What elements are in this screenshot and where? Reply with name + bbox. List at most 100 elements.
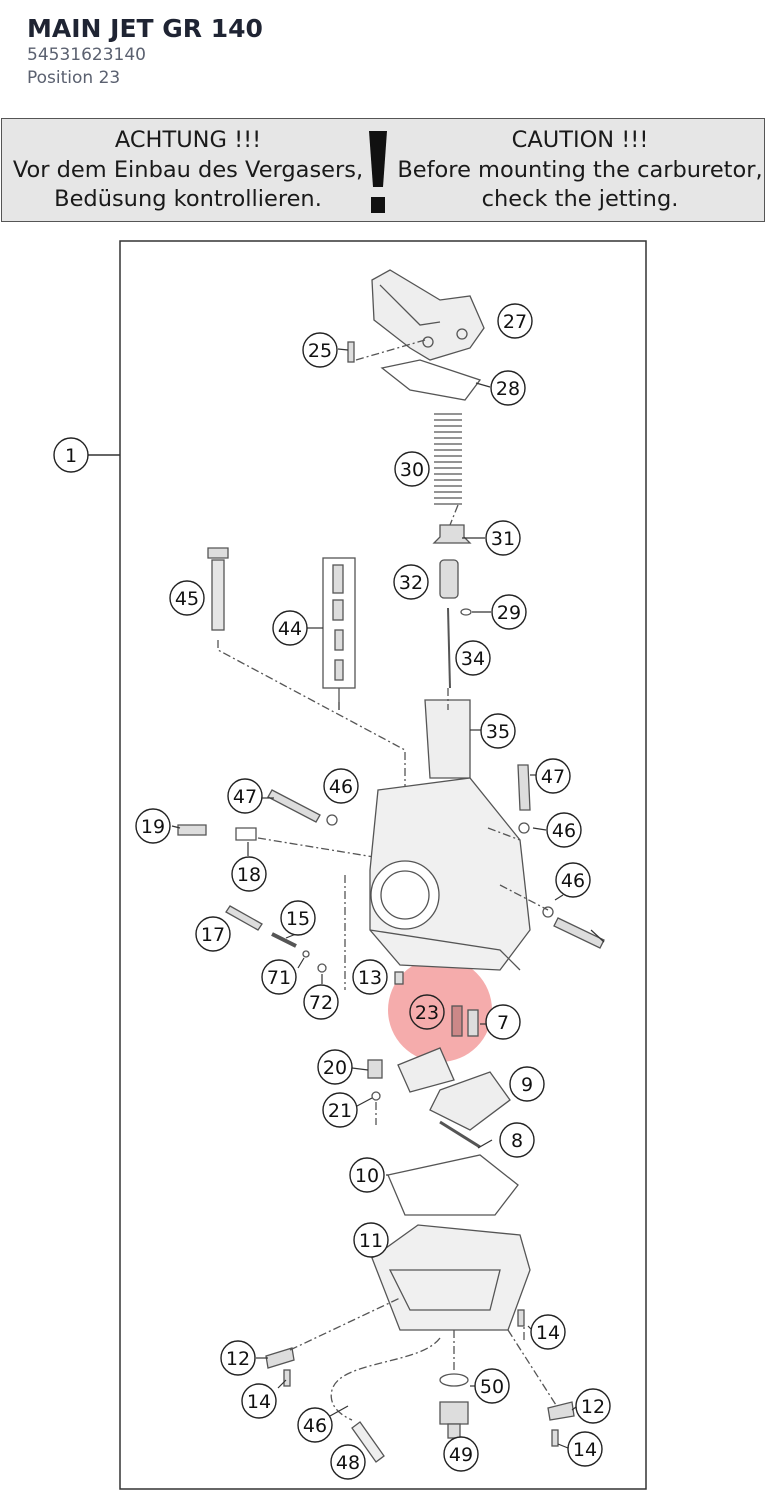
callout-12[interactable]: 12 bbox=[220, 1340, 256, 1376]
svg-text:17: 17 bbox=[201, 924, 225, 946]
svg-text:30: 30 bbox=[400, 459, 424, 481]
svg-text:35: 35 bbox=[486, 721, 510, 743]
part-title: MAIN JET GR 140 bbox=[27, 14, 263, 43]
callout-8[interactable]: 8 bbox=[499, 1122, 535, 1158]
svg-text:13: 13 bbox=[358, 967, 382, 989]
callout-19[interactable]: 19 bbox=[135, 808, 171, 844]
svg-text:71: 71 bbox=[267, 967, 291, 989]
callout-72[interactable]: 72 bbox=[303, 984, 339, 1020]
svg-text:27: 27 bbox=[503, 311, 527, 333]
svg-text:10: 10 bbox=[355, 1165, 379, 1187]
callout-18[interactable]: 18 bbox=[231, 856, 267, 892]
svg-text:23: 23 bbox=[415, 1002, 439, 1024]
part-position: Position 23 bbox=[27, 68, 121, 88]
svg-text:72: 72 bbox=[309, 992, 333, 1014]
svg-text:14: 14 bbox=[536, 1322, 560, 1344]
selected-part-highlight bbox=[388, 958, 492, 1062]
callout-30[interactable]: 30 bbox=[394, 451, 430, 487]
svg-text:7: 7 bbox=[497, 1012, 509, 1034]
svg-text:25: 25 bbox=[308, 340, 332, 362]
warning-de-line: Bedüsung kontrollieren. bbox=[54, 186, 322, 212]
callout-14[interactable]: 14 bbox=[567, 1431, 603, 1467]
svg-text:46: 46 bbox=[329, 776, 353, 798]
callout-28[interactable]: 28 bbox=[490, 370, 526, 406]
callout-46[interactable]: 46 bbox=[555, 862, 591, 898]
svg-text:15: 15 bbox=[286, 908, 310, 930]
svg-text:14: 14 bbox=[573, 1439, 597, 1461]
svg-text:29: 29 bbox=[497, 602, 521, 624]
callout-25[interactable]: 25 bbox=[302, 332, 338, 368]
callout-50[interactable]: 50 bbox=[474, 1368, 510, 1404]
callout-14[interactable]: 14 bbox=[241, 1383, 277, 1419]
callout-29[interactable]: 29 bbox=[491, 594, 527, 630]
svg-text:32: 32 bbox=[399, 572, 423, 594]
exploded-parts-diagram: 1 25 27 28 30 31 32 29 34 45 44 35 47 46… bbox=[53, 240, 647, 1490]
callout-71[interactable]: 71 bbox=[261, 959, 297, 995]
svg-text:46: 46 bbox=[303, 1415, 327, 1437]
callout-markers: 1 25 27 28 30 31 32 29 34 45 44 35 47 46… bbox=[53, 303, 611, 1480]
svg-text:34: 34 bbox=[461, 648, 485, 670]
svg-text:18: 18 bbox=[237, 864, 261, 886]
exclamation-icon bbox=[369, 131, 387, 213]
svg-text:14: 14 bbox=[247, 1391, 271, 1413]
callout-47[interactable]: 47 bbox=[535, 758, 571, 794]
caution-banner: ACHTUNG !!! Vor dem Einbau des Vergasers… bbox=[1, 118, 765, 222]
callout-leaders bbox=[171, 348, 605, 1449]
svg-text:47: 47 bbox=[541, 766, 565, 788]
warning-en-line: check the jetting. bbox=[481, 186, 679, 212]
callout-35[interactable]: 35 bbox=[480, 713, 516, 749]
part-drawings bbox=[177, 269, 605, 1463]
callout-9[interactable]: 9 bbox=[509, 1066, 545, 1102]
svg-text:49: 49 bbox=[449, 1444, 473, 1466]
warning-de-line: ACHTUNG !!! bbox=[114, 127, 262, 153]
callout-17[interactable]: 17 bbox=[195, 916, 231, 952]
callout-21[interactable]: 21 bbox=[322, 1092, 358, 1128]
svg-text:1: 1 bbox=[65, 445, 77, 467]
callout-48[interactable]: 48 bbox=[330, 1444, 366, 1480]
svg-text:8: 8 bbox=[511, 1130, 523, 1152]
callout-27[interactable]: 27 bbox=[497, 303, 533, 339]
callout-45[interactable]: 45 bbox=[169, 580, 205, 616]
warning-english: CAUTION !!! Before mounting the carburet… bbox=[394, 126, 766, 215]
callout-47[interactable]: 47 bbox=[227, 778, 263, 814]
callout-20[interactable]: 20 bbox=[317, 1049, 353, 1085]
warning-en-line: Before mounting the carburetor, bbox=[397, 156, 763, 183]
callout-12[interactable]: 12 bbox=[575, 1388, 611, 1424]
svg-text:9: 9 bbox=[521, 1074, 533, 1096]
svg-text:45: 45 bbox=[175, 588, 199, 610]
callout-34[interactable]: 34 bbox=[455, 640, 491, 676]
svg-text:20: 20 bbox=[323, 1057, 347, 1079]
svg-text:21: 21 bbox=[328, 1100, 352, 1122]
callout-11[interactable]: 11 bbox=[353, 1222, 389, 1258]
callout-46[interactable]: 46 bbox=[297, 1407, 333, 1443]
callout-14[interactable]: 14 bbox=[530, 1314, 566, 1350]
svg-text:12: 12 bbox=[226, 1348, 250, 1370]
callout-1[interactable]: 1 bbox=[53, 437, 89, 473]
warning-de-line: Vor dem Einbau des Vergasers, bbox=[12, 156, 364, 183]
callout-49[interactable]: 49 bbox=[443, 1436, 479, 1472]
assembly-frame bbox=[119, 240, 647, 1490]
callout-32[interactable]: 32 bbox=[393, 564, 429, 600]
svg-text:48: 48 bbox=[336, 1452, 360, 1474]
svg-text:46: 46 bbox=[561, 870, 585, 892]
callout-46[interactable]: 46 bbox=[546, 812, 582, 848]
warning-german: ACHTUNG !!! Vor dem Einbau des Vergasers… bbox=[2, 126, 374, 215]
svg-text:46: 46 bbox=[552, 820, 576, 842]
warning-en-line: CAUTION !!! bbox=[511, 127, 649, 153]
svg-text:12: 12 bbox=[581, 1396, 605, 1418]
callout-15[interactable]: 15 bbox=[280, 900, 316, 936]
svg-text:47: 47 bbox=[233, 786, 257, 808]
part-number: 54531623140 bbox=[27, 45, 146, 65]
callout-44[interactable]: 44 bbox=[272, 610, 308, 646]
callout-7[interactable]: 7 bbox=[485, 1004, 521, 1040]
callout-23-selected[interactable]: 23 bbox=[409, 994, 445, 1030]
svg-text:44: 44 bbox=[278, 618, 302, 640]
callout-46[interactable]: 46 bbox=[323, 768, 359, 804]
callout-10[interactable]: 10 bbox=[349, 1157, 385, 1193]
callout-31[interactable]: 31 bbox=[485, 520, 521, 556]
callout-13[interactable]: 13 bbox=[352, 959, 388, 995]
part-header: MAIN JET GR 140 54531623140 Position 23 bbox=[27, 14, 263, 90]
svg-text:50: 50 bbox=[480, 1376, 504, 1398]
svg-text:11: 11 bbox=[359, 1230, 383, 1252]
svg-text:19: 19 bbox=[141, 816, 165, 838]
